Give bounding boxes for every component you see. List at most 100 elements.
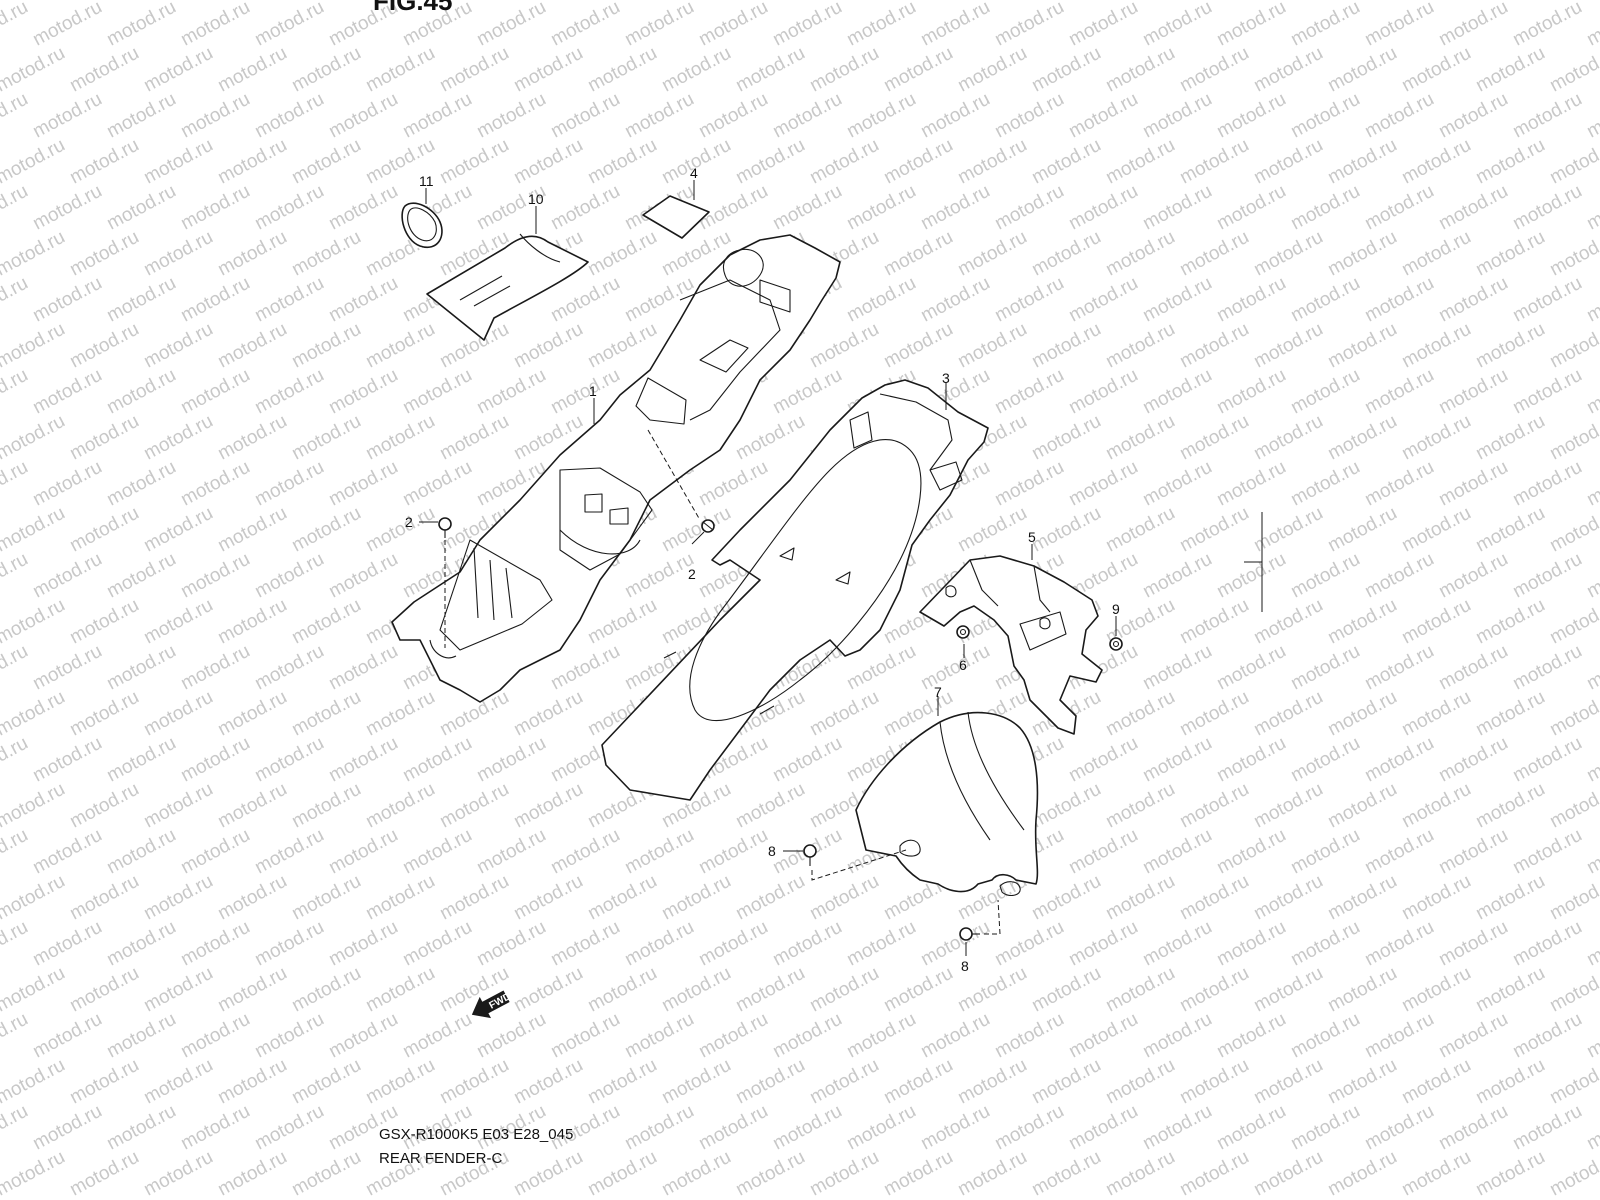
watermark-text: motod.ru	[843, 1101, 919, 1155]
watermark-text: motod.ru	[1065, 89, 1141, 143]
watermark-text: motod.ru	[103, 457, 179, 511]
watermark-text: motod.ru	[1324, 227, 1400, 281]
watermark-text: motod.ru	[1583, 1009, 1600, 1063]
watermark-text: motod.ru	[1176, 319, 1252, 373]
watermark-text: motod.ru	[399, 457, 475, 511]
watermark-text: motod.ru	[436, 43, 512, 97]
watermark-text: motod.ru	[1546, 595, 1600, 649]
watermark-text: motod.ru	[843, 273, 919, 327]
watermark-text: motod.ru	[547, 0, 623, 50]
watermark-text: motod.ru	[1361, 0, 1437, 50]
watermark-text: motod.ru	[1065, 273, 1141, 327]
watermark-text: motod.ru	[140, 687, 216, 741]
washer-9-icon[interactable]	[1109, 637, 1123, 651]
watermark-text: motod.ru	[1583, 181, 1600, 235]
part-4-pad[interactable]	[642, 195, 710, 239]
watermark-text: motod.ru	[325, 641, 401, 695]
watermark-text: motod.ru	[1472, 0, 1548, 4]
watermark-text: motod.ru	[621, 917, 697, 971]
part-7-rear-fender-hugger[interactable]	[855, 711, 1039, 897]
watermark-text: motod.ru	[621, 89, 697, 143]
watermark-text: motod.ru	[991, 1101, 1067, 1155]
watermark-text: motod.ru	[473, 89, 549, 143]
bolt-8-lower-icon[interactable]	[959, 927, 980, 941]
watermark-text: motod.ru	[732, 43, 808, 97]
watermark-text: motod.ru	[436, 779, 512, 833]
watermark-text: motod.ru	[806, 963, 882, 1017]
watermark-text: motod.ru	[251, 273, 327, 327]
watermark-text: motod.ru	[0, 917, 32, 971]
watermark-text: motod.ru	[1028, 227, 1104, 281]
watermark-text: motod.ru	[1102, 319, 1178, 373]
watermark-text: motod.ru	[177, 365, 253, 419]
watermark-text: motod.ru	[954, 503, 1030, 557]
watermark-text: motod.ru	[362, 963, 438, 1017]
watermark-text: motod.ru	[880, 0, 956, 4]
watermark-text: motod.ru	[1398, 411, 1474, 465]
watermark-text: motod.ru	[1213, 641, 1289, 695]
watermark-text: motod.ru	[1139, 825, 1215, 879]
watermark-text: motod.ru	[1398, 0, 1474, 4]
watermark-text: motod.ru	[177, 641, 253, 695]
bolt-8-upper-icon[interactable]	[803, 844, 817, 866]
watermark-text: motod.ru	[1102, 1055, 1178, 1109]
watermark-text: motod.ru	[0, 1101, 32, 1155]
screw-2-left-icon[interactable]	[438, 517, 452, 538]
watermark-text: motod.ru	[769, 181, 845, 235]
watermark-text: motod.ru	[917, 181, 993, 235]
watermark-text: motod.ru	[1139, 1101, 1215, 1155]
screw-2-right-icon[interactable]	[701, 519, 715, 533]
watermark-text: motod.ru	[0, 411, 69, 465]
watermark-text: motod.ru	[1324, 1147, 1400, 1200]
watermark-text: motod.ru	[1435, 457, 1511, 511]
watermark-text: motod.ru	[1361, 457, 1437, 511]
watermark-text: motod.ru	[1472, 43, 1548, 97]
watermark-text: motod.ru	[103, 549, 179, 603]
watermark-text: motod.ru	[29, 825, 105, 879]
callout-6: 6	[959, 657, 967, 673]
watermark-text: motod.ru	[140, 319, 216, 373]
watermark-text: motod.ru	[1176, 0, 1252, 4]
watermark-text: motod.ru	[103, 89, 179, 143]
watermark-text: motod.ru	[1287, 641, 1363, 695]
watermark-text: motod.ru	[1324, 411, 1400, 465]
watermark-text: motod.ru	[1065, 1101, 1141, 1155]
watermark-text: motod.ru	[658, 43, 734, 97]
watermark-text: motod.ru	[103, 365, 179, 419]
part-10-bag[interactable]	[426, 233, 589, 341]
watermark-text: motod.ru	[1546, 411, 1600, 465]
watermark-text: motod.ru	[177, 273, 253, 327]
watermark-text: motod.ru	[1176, 871, 1252, 925]
watermark-text: motod.ru	[1102, 43, 1178, 97]
watermark-text: motod.ru	[806, 871, 882, 925]
watermark-text: motod.ru	[1361, 917, 1437, 971]
watermark-text: motod.ru	[1176, 779, 1252, 833]
watermark-text: motod.ru	[769, 1101, 845, 1155]
watermark-text: motod.ru	[1324, 595, 1400, 649]
watermark-text: motod.ru	[177, 825, 253, 879]
watermark-text: motod.ru	[510, 319, 586, 373]
nut-6-icon[interactable]	[956, 625, 970, 639]
watermark-text: motod.ru	[1398, 1147, 1474, 1200]
watermark-text: motod.ru	[1472, 595, 1548, 649]
watermark-text: motod.ru	[991, 0, 1067, 50]
watermark-text: motod.ru	[140, 0, 216, 4]
watermark-text: motod.ru	[1065, 457, 1141, 511]
watermark-text: motod.ru	[843, 89, 919, 143]
watermark-text: motod.ru	[473, 181, 549, 235]
watermark-text: motod.ru	[1583, 457, 1600, 511]
watermark-text: motod.ru	[1435, 273, 1511, 327]
watermark-text: motod.ru	[0, 595, 69, 649]
watermark-text: motod.ru	[66, 1147, 142, 1200]
watermark-text: motod.ru	[251, 457, 327, 511]
watermark-text: motod.ru	[991, 457, 1067, 511]
watermark-text: motod.ru	[547, 181, 623, 235]
part-5-bracket[interactable]	[919, 555, 1103, 735]
part-1-rear-fender-upper[interactable]	[391, 234, 841, 703]
watermark-text: motod.ru	[29, 273, 105, 327]
part-3-rear-fender-lower[interactable]	[601, 379, 989, 801]
watermark-text: motod.ru	[1102, 503, 1178, 557]
watermark-text: motod.ru	[399, 825, 475, 879]
watermark-text: motod.ru	[510, 779, 586, 833]
part-11-band[interactable]	[401, 202, 443, 249]
